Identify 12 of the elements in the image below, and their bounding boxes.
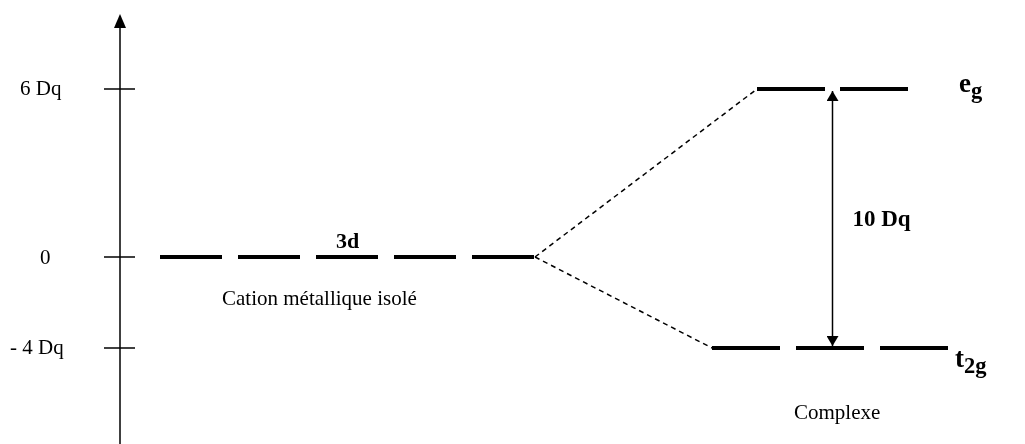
axis-tick-label: - 4 Dq (10, 337, 64, 358)
level-label: 3d (336, 230, 360, 252)
axis-tick-label: 0 (40, 247, 51, 268)
level-caption: Complexe (794, 402, 881, 423)
connector-line (534, 88, 758, 258)
level-label: e$_{g}$ (959, 70, 983, 103)
connector-line (534, 256, 713, 349)
double-arrow (826, 90, 839, 347)
axis-tick-label: 6 Dq (20, 78, 62, 99)
level-label: t$_{2g}$ (955, 345, 987, 378)
energy-level (160, 230, 535, 260)
level-caption: Cation métallique isolé (222, 288, 417, 309)
